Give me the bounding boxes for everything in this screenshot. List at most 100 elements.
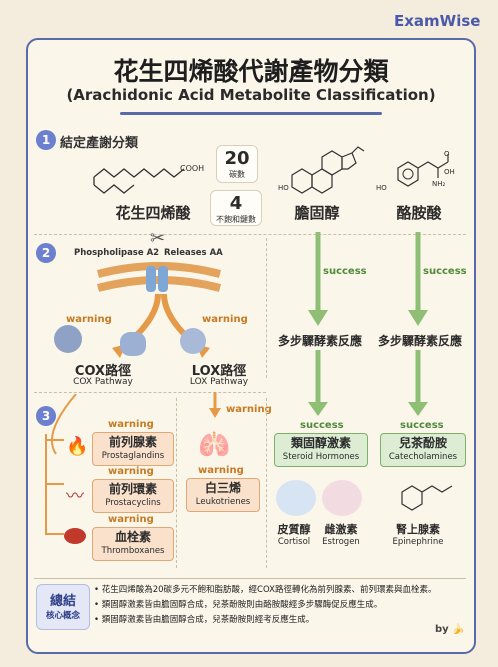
success-arrows-top: [308, 232, 428, 326]
arachidonic-acid-structure: [93, 168, 185, 194]
lox-down-arrow: [209, 392, 221, 418]
leukotrienes-zh: 白三烯: [204, 481, 241, 495]
thromboxanes-en: Thromboxanes: [101, 546, 165, 556]
summary-point: 類固醇激素皆由膽固醇合成，兒茶酚胺則由酪胺酸經多步驟酶促反應生成。: [94, 598, 474, 613]
tyrosine-label: 酪胺酸: [396, 204, 442, 222]
arachidonic-acid-label: 花生四烯酸: [115, 204, 191, 222]
releases-label: Releases AA: [164, 248, 223, 258]
footer-by: by 🍌: [435, 624, 465, 635]
tyrosine-oh-label: OH: [444, 168, 455, 176]
estrogen-zh: 雌激素: [324, 523, 358, 536]
success-arrows-bottom: [308, 350, 428, 416]
cell-membrane-icon: [96, 262, 222, 292]
summary-point: 類固醇激素皆由膽固醇合成，兒茶酚胺則經考反應生成。: [94, 613, 474, 628]
prostacyclins-zh: 前列環素: [108, 482, 157, 496]
lox-pathway-zh: LOX路徑: [191, 364, 247, 379]
banana-icon: 🍌: [452, 624, 465, 635]
steroid-success-label: success: [300, 420, 344, 431]
blood-vessel-icon: 〰: [66, 486, 84, 507]
prostaglandin-warning: warning: [108, 419, 154, 430]
section-3-divider-b: [266, 398, 267, 568]
steroid-hormones-box: 類固醇激素 Steroid Hormones: [274, 433, 368, 467]
thromboxanes-box: 血栓素 Thromboxanes: [92, 527, 174, 561]
lox-pathway-en: LOX Pathway: [189, 377, 249, 387]
blood-clot-icon: [64, 528, 86, 544]
epinephrine-zh: 腎上腺素: [396, 523, 440, 536]
prostacyclins-box: 前列環素 Prostacyclins: [92, 479, 174, 513]
section-2-vertical-divider: [266, 238, 267, 378]
tyrosine-multistep: 多步驟酵素反應: [377, 334, 462, 348]
prostaglandins-en: Prostaglandins: [101, 451, 165, 461]
catecholamines-zh: 兒茶酚胺: [398, 436, 447, 450]
tyrosine-success-label: success: [423, 266, 467, 277]
cortisol-zh: 皮質醇: [277, 523, 311, 536]
enzyme-label: Phospholipase A2: [74, 248, 160, 258]
cox-branch-arrows: [45, 394, 77, 535]
epinephrine-en: Epinephrine: [392, 537, 444, 547]
immune-cell-icon-2: [120, 332, 146, 356]
tyrosine-ho-label: HO: [376, 184, 387, 192]
carbon-count-label: 碳數: [229, 170, 245, 179]
tyrosine-structure: [397, 154, 449, 187]
leukotrienes-en: Leukotrienes: [195, 497, 251, 507]
cholesterol-label: 膽固醇: [294, 204, 340, 222]
cortisol-molecule-icon: [276, 480, 316, 516]
leukotrienes-box: 白三烯 Leukotrienes: [186, 478, 260, 512]
brand-logo: ExamWise: [394, 12, 481, 30]
epinephrine-structure: [401, 485, 453, 511]
cholesterol-ho-label: HO: [278, 184, 289, 192]
lox-arrow-warning: warning: [226, 404, 272, 415]
catecholamines-en: Catecholamines: [388, 452, 458, 462]
lungs-icon: 🫁: [198, 430, 231, 460]
section-2-number: 2: [36, 243, 56, 263]
summary-badge: 總結 核心概念: [36, 584, 90, 630]
section-3-divider-a: [176, 398, 177, 568]
cooh-label: COOH: [180, 164, 205, 173]
title-underline: [120, 112, 382, 115]
summary-section: [34, 578, 466, 641]
catechol-success-label: success: [400, 420, 444, 431]
cholesterol-structure: [291, 146, 365, 194]
cox-pathway-zh: COX路徑: [74, 364, 132, 379]
tyrosine-o-label: O: [444, 150, 450, 158]
summary-badge-sub: 核心概念: [45, 611, 80, 621]
prostaglandins-box: 前列腺素 Prostaglandins: [92, 432, 174, 466]
carbon-count-value: 20: [224, 148, 250, 169]
thromboxanes-zh: 血栓素: [114, 530, 151, 544]
prostaglandins-zh: 前列腺素: [108, 435, 157, 449]
pathway-split-arrows: [112, 293, 210, 358]
summary-badge-main: 總結: [49, 594, 76, 609]
estrogen-en: Estrogen: [322, 537, 360, 547]
section-3-number: 3: [36, 406, 56, 426]
immune-cell-icon-3: [180, 328, 206, 354]
cholesterol-multistep: 多步驟酵素反應: [277, 334, 362, 348]
carbon-count-box: 20 碳數: [216, 145, 258, 183]
cholesterol-success-label: success: [323, 266, 367, 277]
double-bond-value: 4: [229, 193, 243, 214]
catecholamines-box: 兒茶酚胺 Catecholamines: [380, 433, 466, 467]
leukotriene-warning: warning: [198, 465, 244, 476]
cox-pathway-en: COX Pathway: [73, 377, 133, 387]
section-1-title: 結定產謝分類: [60, 136, 139, 151]
section-divider-2: [34, 392, 266, 393]
prostacyclins-en: Prostacyclins: [105, 498, 161, 508]
section-divider-1: [34, 234, 466, 235]
immune-cell-icon-1: [54, 325, 82, 353]
thromboxane-warning: warning: [108, 514, 154, 525]
lox-warning-label: warning: [202, 314, 248, 325]
tyrosine-nh2-label: NH₂: [432, 180, 446, 188]
steroid-hormones-en: Steroid Hormones: [282, 452, 360, 462]
double-bond-box: 4 不飽和鍵數: [210, 190, 262, 226]
scissors-icon: ✂: [150, 228, 166, 249]
summary-points: 花生四烯酸為20碳多元不飽和脂肪酸，經COX路徑轉化為前列腺素、前列環素與血栓素…: [94, 583, 474, 628]
summary-point: 花生四烯酸為20碳多元不飽和脂肪酸，經COX路徑轉化為前列腺素、前列環素與血栓素…: [94, 583, 474, 598]
cox-warning-label: warning: [66, 314, 112, 325]
page-subtitle: (Arachidonic Acid Metabolite Classificat…: [66, 86, 436, 104]
page-title: 花生四烯酸代謝產物分類: [113, 57, 389, 86]
cortisol-en: Cortisol: [277, 537, 311, 547]
steroid-hormones-zh: 類固醇激素: [290, 436, 351, 450]
section-1-number: 1: [36, 130, 56, 150]
double-bond-label: 不飽和鍵數: [216, 215, 256, 224]
inflammation-fire-icon: 🔥: [66, 436, 89, 457]
estrogen-molecule-icon: [322, 480, 362, 516]
